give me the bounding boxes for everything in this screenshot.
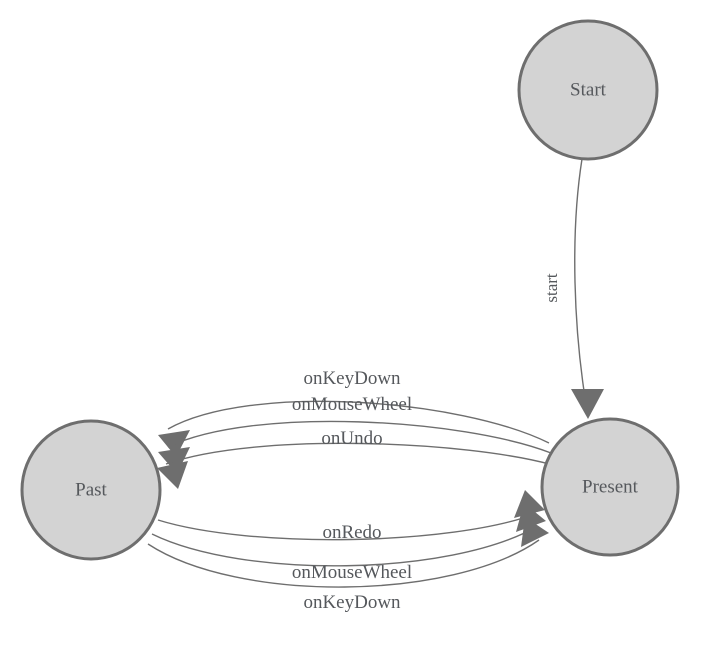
edge-present-to-past-onundo[interactable]: onUndo — [157, 428, 554, 489]
edge-past-to-present-onredo[interactable]: onRedo — [157, 490, 545, 543]
edge-label-onkeydown-redo: onKeyDown — [303, 592, 401, 613]
node-circle-present — [540, 417, 680, 557]
arrowhead-present-to-past-onkeydown — [158, 430, 190, 457]
edge-path-past-to-present-onkeydown — [147, 539, 540, 588]
edge-path-past-to-present-onredo — [157, 513, 536, 541]
node-past[interactable]: Past — [20, 419, 162, 561]
edge-path-past-to-present-onmousewheel — [151, 526, 537, 567]
node-start[interactable]: Start — [517, 19, 659, 161]
edge-path-start-to-present — [574, 158, 587, 405]
arrowhead-start-to-present — [571, 389, 604, 419]
arrowhead-present-to-past-onmousewheel — [158, 447, 190, 474]
arrowhead-past-to-present-onmousewheel — [516, 503, 546, 532]
node-circle-past — [20, 419, 162, 561]
edge-path-present-to-past-onmousewheel — [167, 420, 552, 454]
edge-present-to-past-onmousewheel[interactable]: onMouseWheel — [158, 394, 552, 474]
edge-present-to-past-onkeydown[interactable]: onKeyDown — [158, 368, 550, 457]
arrowhead-present-to-past-onundo — [157, 461, 188, 489]
edge-label-start: start — [542, 273, 561, 303]
nodes-layer: Start Past Present — [20, 19, 680, 561]
edge-label-onmousewheel-redo: onMouseWheel — [292, 562, 412, 583]
edge-label-onundo: onUndo — [321, 428, 382, 449]
edge-label-onredo: onRedo — [322, 522, 381, 543]
edge-path-present-to-past-onundo — [165, 442, 554, 466]
node-label-past: Past — [75, 479, 107, 500]
node-label-present: Present — [582, 476, 639, 497]
edge-start-to-present[interactable]: start — [542, 158, 604, 419]
edge-label-onmousewheel-undo: onMouseWheel — [292, 394, 412, 415]
node-present[interactable]: Present — [540, 417, 680, 557]
edges-layer: start onKeyDown onMouseWheel onUndo — [147, 158, 604, 613]
edge-past-to-present-onmousewheel[interactable]: onMouseWheel — [151, 503, 546, 583]
edge-past-to-present-onkeydown[interactable]: onKeyDown — [147, 517, 549, 613]
edge-label-onkeydown-undo: onKeyDown — [303, 368, 401, 389]
node-circle-start — [517, 19, 659, 161]
node-label-start: Start — [570, 79, 607, 100]
arrowhead-past-to-present-onredo — [514, 490, 545, 518]
edge-path-present-to-past-onkeydown — [167, 400, 550, 444]
arrowhead-past-to-present-onkeydown — [521, 517, 549, 547]
